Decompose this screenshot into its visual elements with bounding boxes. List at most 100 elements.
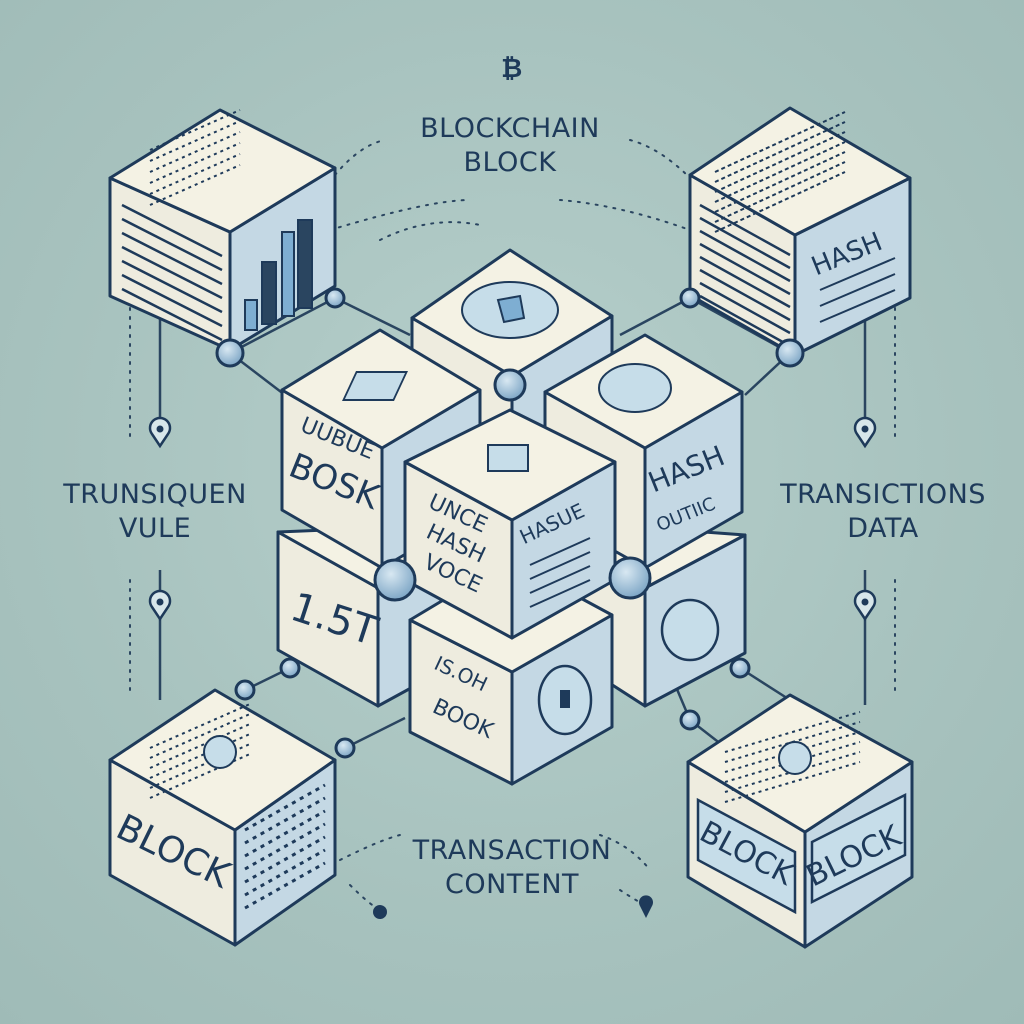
center-front-right-lines <box>529 537 591 608</box>
text-line <box>121 287 223 342</box>
top-left-top-dots <box>149 109 241 206</box>
text-line <box>149 153 241 195</box>
title-line-2: BLOCK <box>463 147 557 178</box>
bar-chart-bar <box>281 231 295 317</box>
title-line-1: BLOCKCHAIN <box>420 113 600 144</box>
text-line <box>529 537 591 566</box>
dotted-arc <box>599 834 651 871</box>
text-line <box>121 217 223 272</box>
text-line <box>819 273 896 307</box>
text-line <box>714 171 846 233</box>
dotted-arc <box>629 139 691 179</box>
connector-node <box>373 558 417 602</box>
connector-node <box>493 368 527 402</box>
cube-top-left-top-face <box>108 108 337 234</box>
bottom-dot-right <box>639 895 653 918</box>
text-line <box>714 141 846 203</box>
left-label-line-1: TRUNSIQUEN <box>63 479 247 510</box>
top-right-hash-lines <box>819 257 896 323</box>
text-line <box>149 703 251 749</box>
connector-node <box>679 709 701 731</box>
bar-chart-icon <box>244 219 313 331</box>
text-line <box>121 259 223 314</box>
pin-icon <box>148 416 172 449</box>
text-line <box>699 242 791 296</box>
connector-line <box>229 296 336 355</box>
bottom-dot-left <box>373 905 387 919</box>
connector-node <box>679 287 701 309</box>
connector-node <box>775 338 805 368</box>
text-line <box>724 711 861 753</box>
text-line <box>149 142 241 184</box>
text-line <box>699 255 791 309</box>
dotted-arc <box>559 199 691 231</box>
cube-top-right <box>688 106 912 357</box>
text-line <box>149 713 251 759</box>
right-side-label: TRANSICTIONS DATA <box>752 478 1014 546</box>
text-line <box>121 203 223 258</box>
right-label-line-1: TRANSICTIONS <box>780 479 986 510</box>
dotted-arc <box>339 834 401 861</box>
text-line <box>149 723 251 769</box>
text-line <box>699 216 791 270</box>
pin-markers <box>148 416 877 919</box>
text-line <box>699 268 791 322</box>
center-right-badge-icon <box>598 363 672 413</box>
text-line <box>149 164 241 206</box>
text-line <box>724 761 861 803</box>
text-line <box>699 229 791 283</box>
pin-icon <box>853 589 877 622</box>
text-line <box>121 245 223 300</box>
text-line <box>529 565 591 594</box>
bottom-right-right-panel <box>810 792 907 905</box>
text-line <box>121 231 223 286</box>
connector-node <box>215 338 245 368</box>
bottom-right-left-panel <box>696 797 797 915</box>
text-line <box>149 733 251 779</box>
center-left-badge-icon <box>342 371 408 401</box>
bottom-label: TRANSACTION CONTENT <box>382 834 642 902</box>
diagram-title: BLOCKCHAIN BLOCK <box>370 112 650 180</box>
bottom-left-grid <box>244 783 326 910</box>
text-line <box>121 273 223 328</box>
text-line <box>529 551 591 580</box>
text-line <box>699 294 791 348</box>
bar-chart-bar <box>261 261 277 325</box>
dotted-arc <box>329 199 471 231</box>
connector-node <box>608 556 652 600</box>
connector-node <box>234 679 256 701</box>
connector-node <box>279 657 301 679</box>
text-line <box>149 120 241 162</box>
text-line <box>699 203 791 257</box>
text-line <box>244 835 326 884</box>
title-symbol: ₿ <box>501 54 523 84</box>
cube-top-right-top-face <box>688 106 912 237</box>
text-line <box>714 131 846 193</box>
text-line <box>244 822 326 871</box>
connector-line <box>619 296 691 337</box>
pin-icon <box>853 416 877 449</box>
bottom-label-line-2: CONTENT <box>444 869 580 900</box>
gear-icon <box>778 741 812 775</box>
connector-line <box>344 716 406 750</box>
text-line <box>699 281 791 335</box>
text-line <box>714 161 846 223</box>
text-line <box>149 131 241 173</box>
dotted-arc <box>349 884 381 911</box>
bottom-label-line-1: TRANSACTION <box>412 835 612 866</box>
left-label-line-2: VULE <box>118 513 192 544</box>
dotted-arc <box>379 221 481 241</box>
text-line <box>244 809 326 858</box>
text-line <box>529 579 591 608</box>
right-label-line-2: DATA <box>847 513 919 544</box>
text-line <box>244 861 326 910</box>
bar-chart-bar <box>244 299 258 331</box>
text-line <box>819 289 896 323</box>
pin-dot <box>861 598 869 606</box>
connector-node <box>324 287 346 309</box>
text-line <box>244 783 326 832</box>
text-line <box>244 848 326 897</box>
bar-chart-bar <box>297 219 313 309</box>
text-line <box>149 109 241 151</box>
